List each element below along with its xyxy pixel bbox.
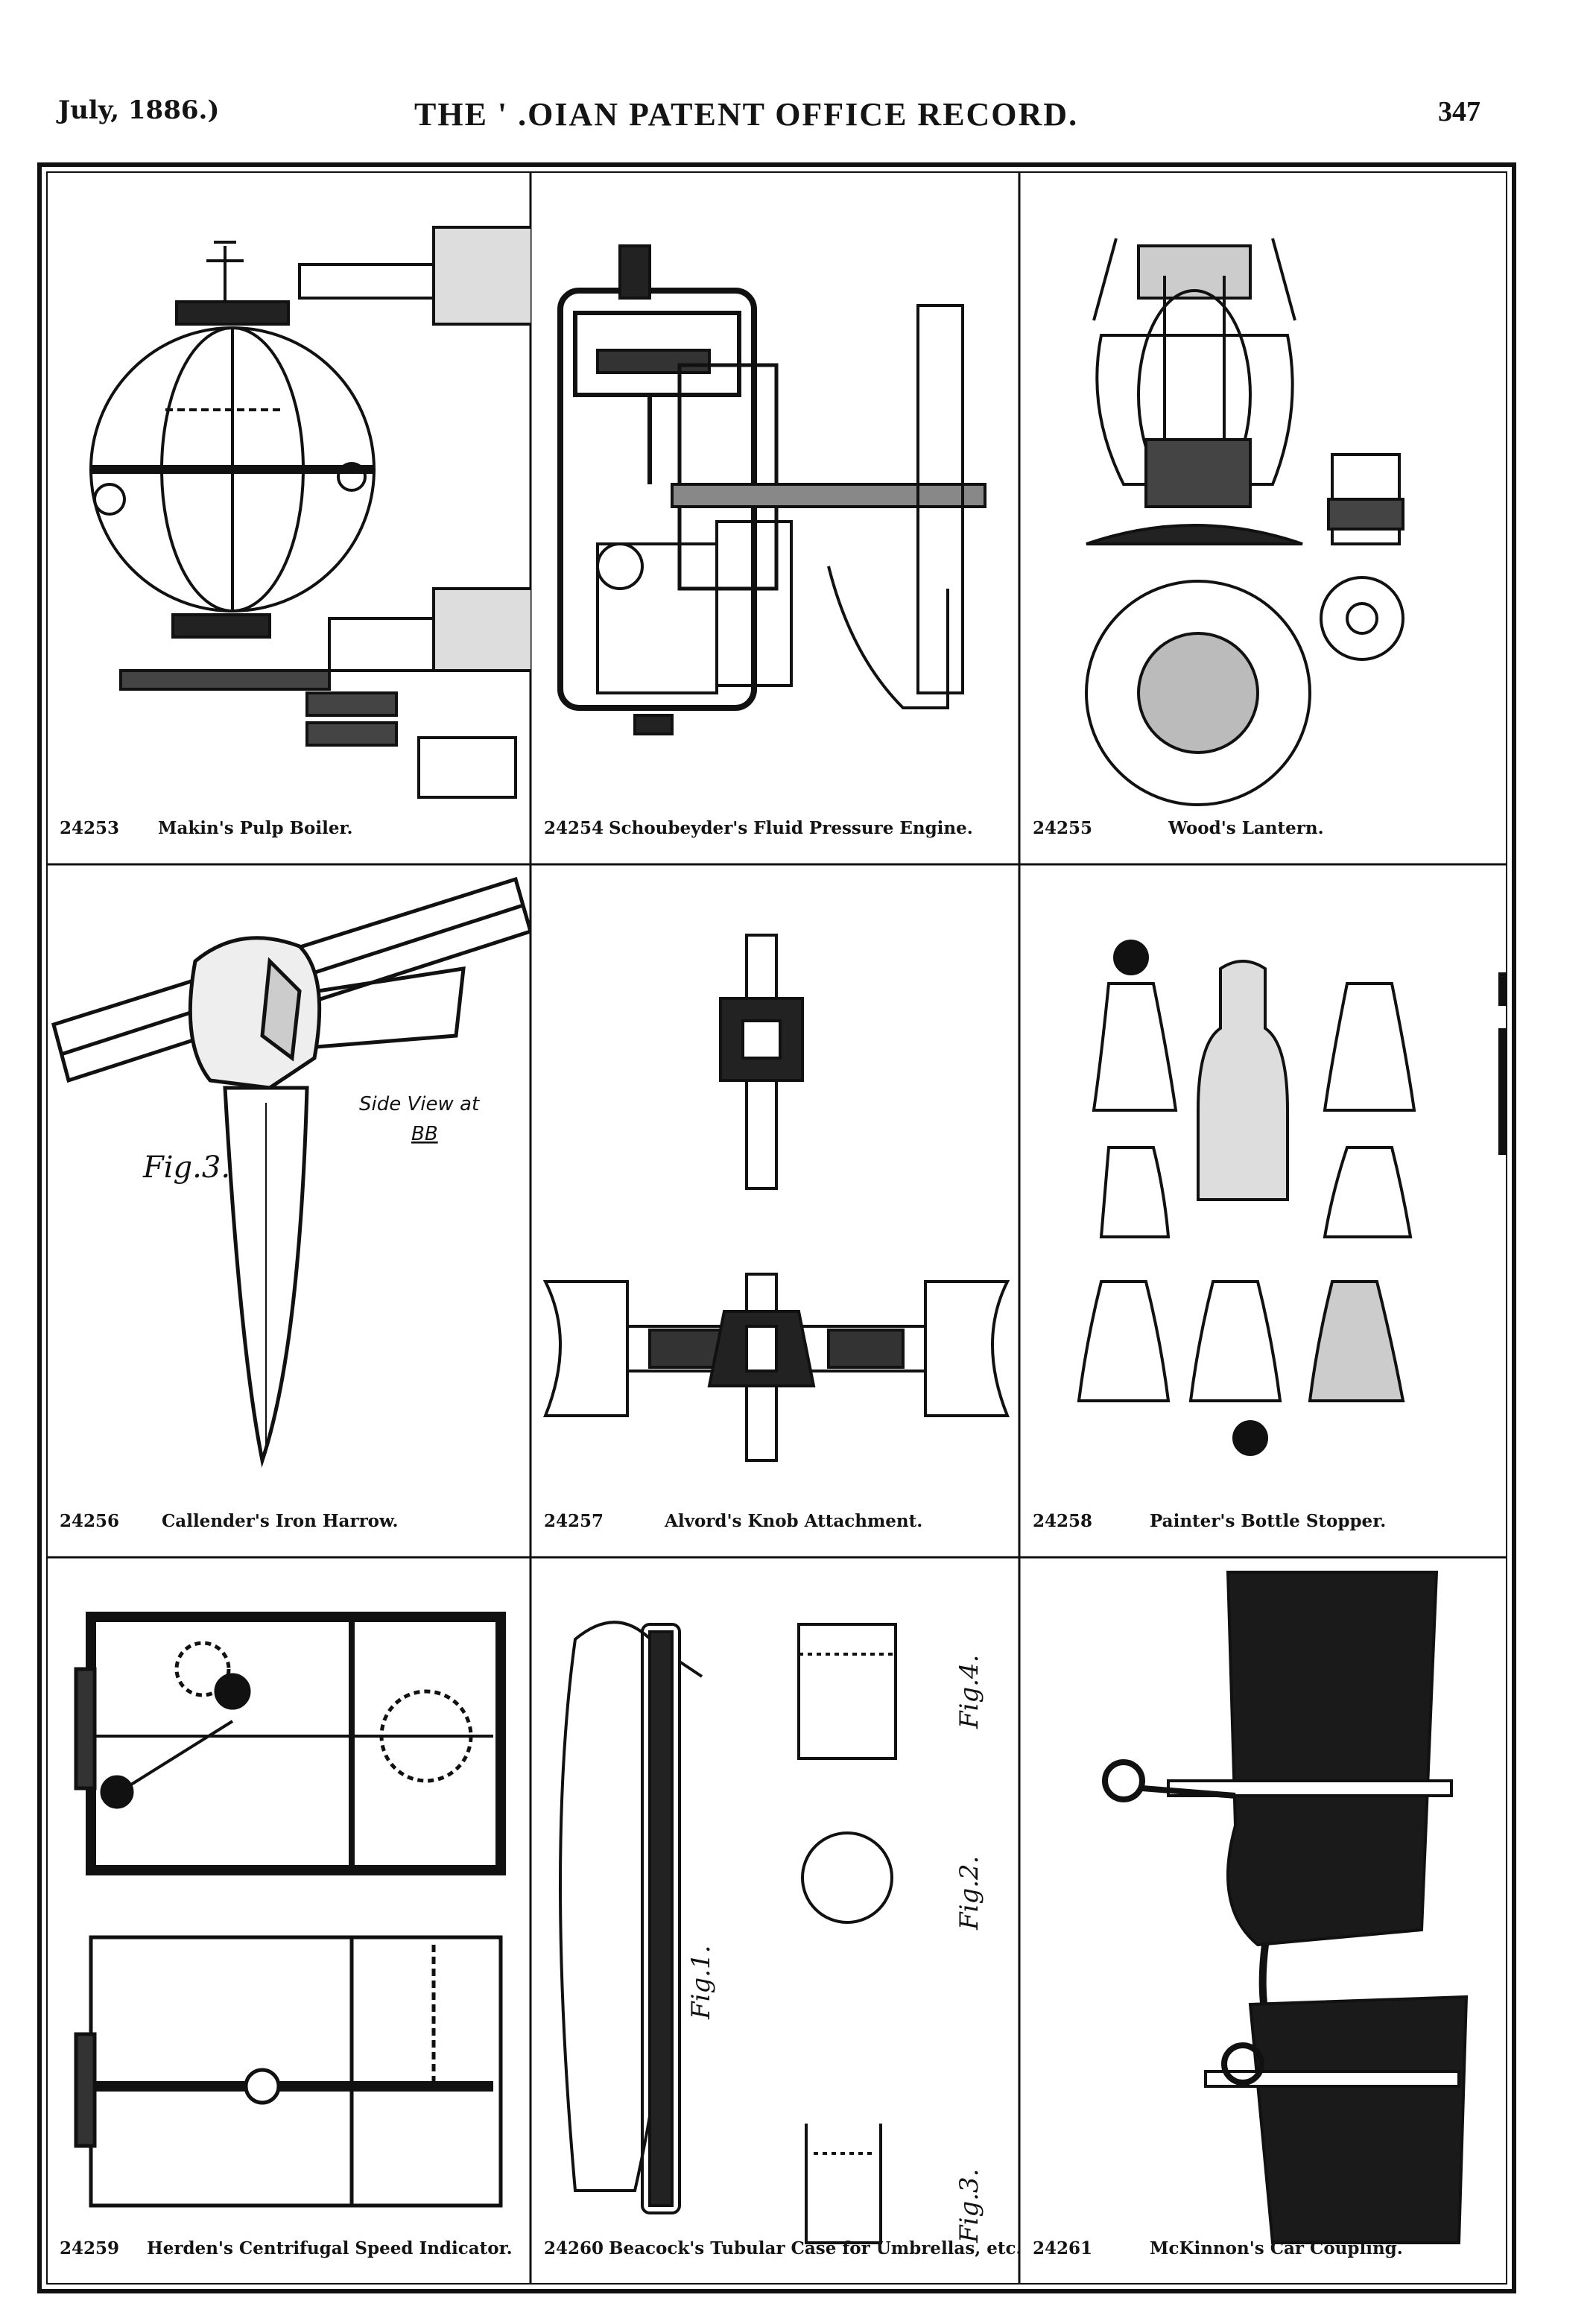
pressure-engine-drawing: [557, 244, 986, 735]
umbrella-case-drawing: Fig.1. Fig.2. Fig.3. Fig.4.: [559, 1621, 984, 2244]
inner-frame: [46, 171, 1507, 2285]
patent-caption: Makin's Pulp Boiler.: [158, 818, 353, 838]
side-view-label: Side View at: [359, 1093, 480, 1115]
patent-cell: 24259 Herden's Centrifugal Speed Indicat…: [46, 1557, 531, 2285]
side-view-ref: BB: [411, 1123, 438, 1145]
patent-caption: Schoubeyder's Fluid Pressure Engine.: [609, 818, 973, 838]
page-title: THE ' .ΟIAN PATENT OFFICE RECORD.: [414, 96, 1079, 133]
patent-caption: Alvord's Knob Attachment.: [665, 1511, 923, 1531]
patent-cell: 24257 Alvord's Knob Attachment.: [531, 864, 1019, 1557]
harrow-drawing: Fig.3. Side View at BB: [51, 876, 531, 1468]
patent-number: 24256: [60, 1511, 120, 1531]
edge-mark: [1498, 1028, 1506, 1155]
figure-label: Fig.2.: [954, 1856, 984, 1931]
patent-caption: Wood's Lantern.: [1168, 818, 1324, 838]
patent-cell: Fig.1. Fig.2. Fig.3. Fig.4. 24260 Beacoc…: [531, 1557, 1022, 2285]
outer-frame: [37, 162, 1516, 2293]
patent-number: 24260: [544, 2238, 604, 2258]
knob-attachment-drawing: [542, 934, 1010, 1462]
patent-cell: 24254 Schoubeyder's Fluid Pressure Engin…: [531, 171, 1019, 864]
pulp-boiler-drawing: [89, 226, 531, 799]
figure-label: Fig.3.: [954, 2169, 984, 2244]
patent-number: 24257: [544, 1511, 604, 1531]
patent-caption: Herden's Centrifugal Speed Indicator.: [147, 2238, 513, 2258]
patent-number: 24258: [1033, 1511, 1093, 1531]
figure-label: Fig.1.: [686, 1945, 716, 2020]
lantern-drawing: [1085, 238, 1404, 806]
patent-caption: Painter's Bottle Stopper.: [1150, 1511, 1387, 1531]
patent-cell: 24261 McKinnon's Car Coupling.: [1019, 1557, 1507, 2285]
patent-number: 24255: [1033, 818, 1093, 838]
figure-label: Fig.4.: [954, 1655, 984, 1729]
patent-caption: McKinnon's Car Coupling.: [1150, 2238, 1403, 2258]
car-coupling-drawing: [1102, 1571, 1469, 2244]
speed-indicator-drawing: [74, 1612, 506, 2208]
patent-number: 24254: [544, 818, 604, 838]
patent-cell: 24255 Wood's Lantern.: [1019, 171, 1507, 864]
patent-cell: 24258 Painter's Bottle Stopper.: [1019, 864, 1507, 1557]
patent-cell: 24253 Makin's Pulp Boiler.: [46, 171, 531, 864]
page-number: 347: [1438, 96, 1480, 127]
patent-number: 24261: [1033, 2238, 1093, 2258]
patent-number: 24253: [60, 818, 120, 838]
patent-caption: Callender's Iron Harrow.: [162, 1511, 399, 1531]
figure-label: Fig.3.: [142, 1150, 230, 1185]
bottle-stopper-drawing: [1077, 940, 1416, 1456]
header-date: July, 1886.): [58, 95, 220, 125]
edge-mark: [1498, 972, 1506, 1006]
patent-number: 24259: [60, 2238, 120, 2258]
patent-caption: Beacock's Tubular Case for Umbrellas, et…: [609, 2238, 1022, 2258]
patent-cell: Fig.3. Side View at BB 24256 Callender's…: [46, 864, 531, 1557]
